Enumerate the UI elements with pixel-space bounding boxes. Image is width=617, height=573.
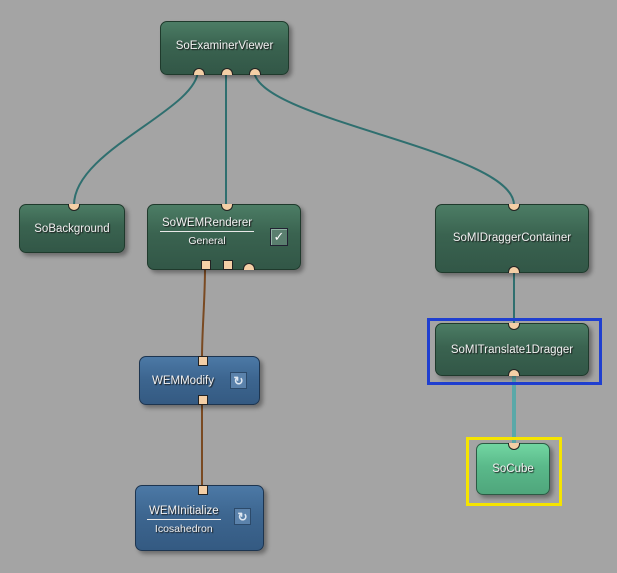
refresh-icon: ↻ [237, 509, 248, 524]
refresh-icon: ↻ [233, 373, 244, 388]
output-port-base[interactable] [198, 395, 208, 405]
node-somitranslate1dragger[interactable]: SoMITranslate1Dragger [435, 323, 589, 376]
node-title: SoExaminerViewer [175, 40, 274, 52]
wire-viewer-draggercontainer[interactable] [253, 69, 515, 206]
node-sobackground[interactable]: SoBackground [19, 204, 125, 253]
node-title-block: WEMInitialize Icosahedron [147, 505, 221, 535]
node-title: WEMInitialize [147, 505, 221, 520]
output-port[interactable] [193, 68, 205, 75]
input-port[interactable] [508, 443, 520, 450]
output-port[interactable] [508, 266, 520, 273]
node-title: SoWEMRenderer [160, 217, 255, 232]
node-wemmodify[interactable]: WEMModify ↻ [139, 356, 260, 405]
output-port-base[interactable] [223, 260, 233, 270]
node-title: SoMIDraggerContainer [452, 231, 572, 244]
input-port[interactable] [508, 204, 520, 211]
node-subtitle: General [188, 235, 226, 247]
checkbox-toggle[interactable]: ✓ [270, 228, 288, 246]
output-port-base[interactable] [201, 260, 211, 270]
node-sowemrenderer[interactable]: SoWEMRenderer General ✓ [147, 204, 301, 270]
node-soexaminerviewer[interactable]: SoExaminerViewer [160, 21, 289, 75]
output-port[interactable] [249, 68, 261, 75]
node-title-block: SoWEMRenderer General [160, 217, 255, 247]
output-port[interactable] [508, 369, 520, 376]
node-title: SoBackground [34, 222, 110, 235]
node-title: SoMITranslate1Dragger [450, 343, 574, 356]
node-weminitialize[interactable]: WEMInitialize Icosahedron ↻ [135, 485, 264, 551]
node-socube[interactable]: SoCube [476, 443, 550, 495]
wire-viewer-background[interactable] [73, 69, 199, 206]
refresh-button[interactable]: ↻ [230, 372, 247, 389]
refresh-button[interactable]: ↻ [234, 508, 251, 525]
output-port[interactable] [243, 263, 255, 270]
node-title: WEMModify [152, 374, 214, 387]
node-subtitle: Icosahedron [154, 523, 213, 535]
input-port-base[interactable] [198, 356, 208, 366]
wire-renderer-wemmodify[interactable] [201, 267, 206, 359]
input-port[interactable] [508, 323, 520, 330]
node-title: SoCube [492, 463, 534, 475]
node-somidraggercontainer[interactable]: SoMIDraggerContainer [435, 204, 589, 273]
input-port[interactable] [221, 204, 233, 211]
input-port[interactable] [68, 204, 80, 211]
output-port[interactable] [221, 68, 233, 75]
checkmark-icon: ✓ [273, 229, 285, 244]
input-port-base[interactable] [198, 485, 208, 495]
